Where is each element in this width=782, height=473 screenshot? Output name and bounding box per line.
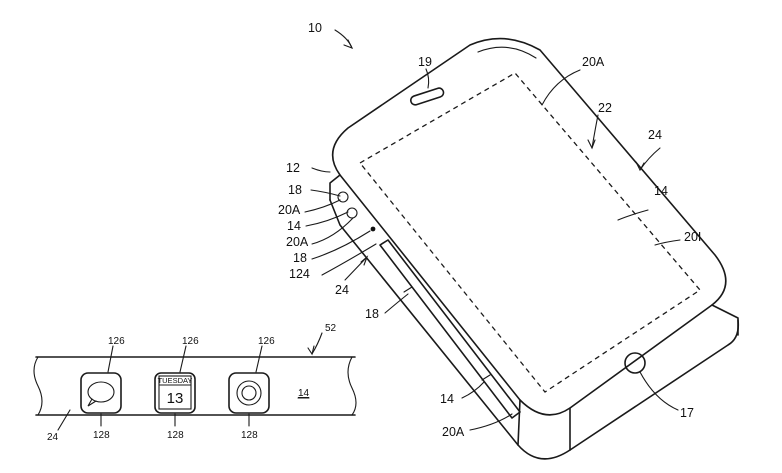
calendar-date: 13 bbox=[167, 390, 184, 407]
display-area bbox=[359, 72, 701, 393]
label-side-a: 20A bbox=[278, 203, 301, 217]
label-side-light: 124 bbox=[289, 267, 310, 281]
strip-edge: 24 bbox=[47, 432, 59, 443]
label-sensor-b: 18 bbox=[293, 251, 307, 265]
frame-ref-3: 128 bbox=[241, 430, 258, 441]
side-display-strip bbox=[379, 239, 521, 419]
calendar-day: TUESDAY bbox=[158, 376, 193, 385]
icon-ref-2: 126 bbox=[182, 336, 199, 347]
leader-lines bbox=[304, 29, 681, 431]
icon-ref-1: 126 bbox=[108, 336, 125, 347]
home-app-icon bbox=[228, 372, 270, 414]
strip-ref: 52 bbox=[325, 323, 337, 334]
label-screen: 22 bbox=[598, 101, 612, 115]
side-sensors bbox=[337, 191, 376, 232]
ring-icon bbox=[236, 380, 262, 406]
label-edge-top: 24 bbox=[648, 128, 662, 142]
label-device: 10 bbox=[308, 21, 322, 35]
label-housing-left: 12 bbox=[286, 161, 300, 175]
strip-face: 14 bbox=[298, 388, 310, 399]
frame-ref-1: 128 bbox=[93, 430, 110, 441]
message-app-icon bbox=[80, 372, 122, 414]
frame-ref-2: 128 bbox=[167, 430, 184, 441]
label-side-strip: 18 bbox=[365, 307, 379, 321]
speaker-slot bbox=[409, 87, 445, 106]
label-home-button: 17 bbox=[680, 406, 694, 420]
label-right-face: 14 bbox=[654, 184, 668, 198]
label-sensor-a: 18 bbox=[288, 183, 302, 197]
label-bottom-display: 20A bbox=[442, 425, 465, 439]
home-button bbox=[624, 352, 646, 374]
icon-ref-3: 126 bbox=[258, 336, 275, 347]
icon-strip: TUESDAY 13 52 126 126 126 128 128 128 24… bbox=[33, 323, 357, 443]
label-right-display: 20I bbox=[684, 230, 701, 244]
reference-labels: 10 19 20A 22 24 12 18 20A 14 20A 18 124 … bbox=[278, 21, 701, 439]
calendar-app-icon bbox=[154, 372, 196, 414]
label-speaker: 19 bbox=[418, 55, 432, 69]
label-bottom-face: 14 bbox=[440, 392, 454, 406]
device-body bbox=[329, 37, 740, 460]
label-port-a: 14 bbox=[287, 219, 301, 233]
label-edge-left: 24 bbox=[335, 283, 349, 297]
chat-bubble-icon bbox=[87, 381, 115, 403]
label-side-b: 20A bbox=[286, 235, 309, 249]
label-display-top: 20A bbox=[582, 55, 605, 69]
